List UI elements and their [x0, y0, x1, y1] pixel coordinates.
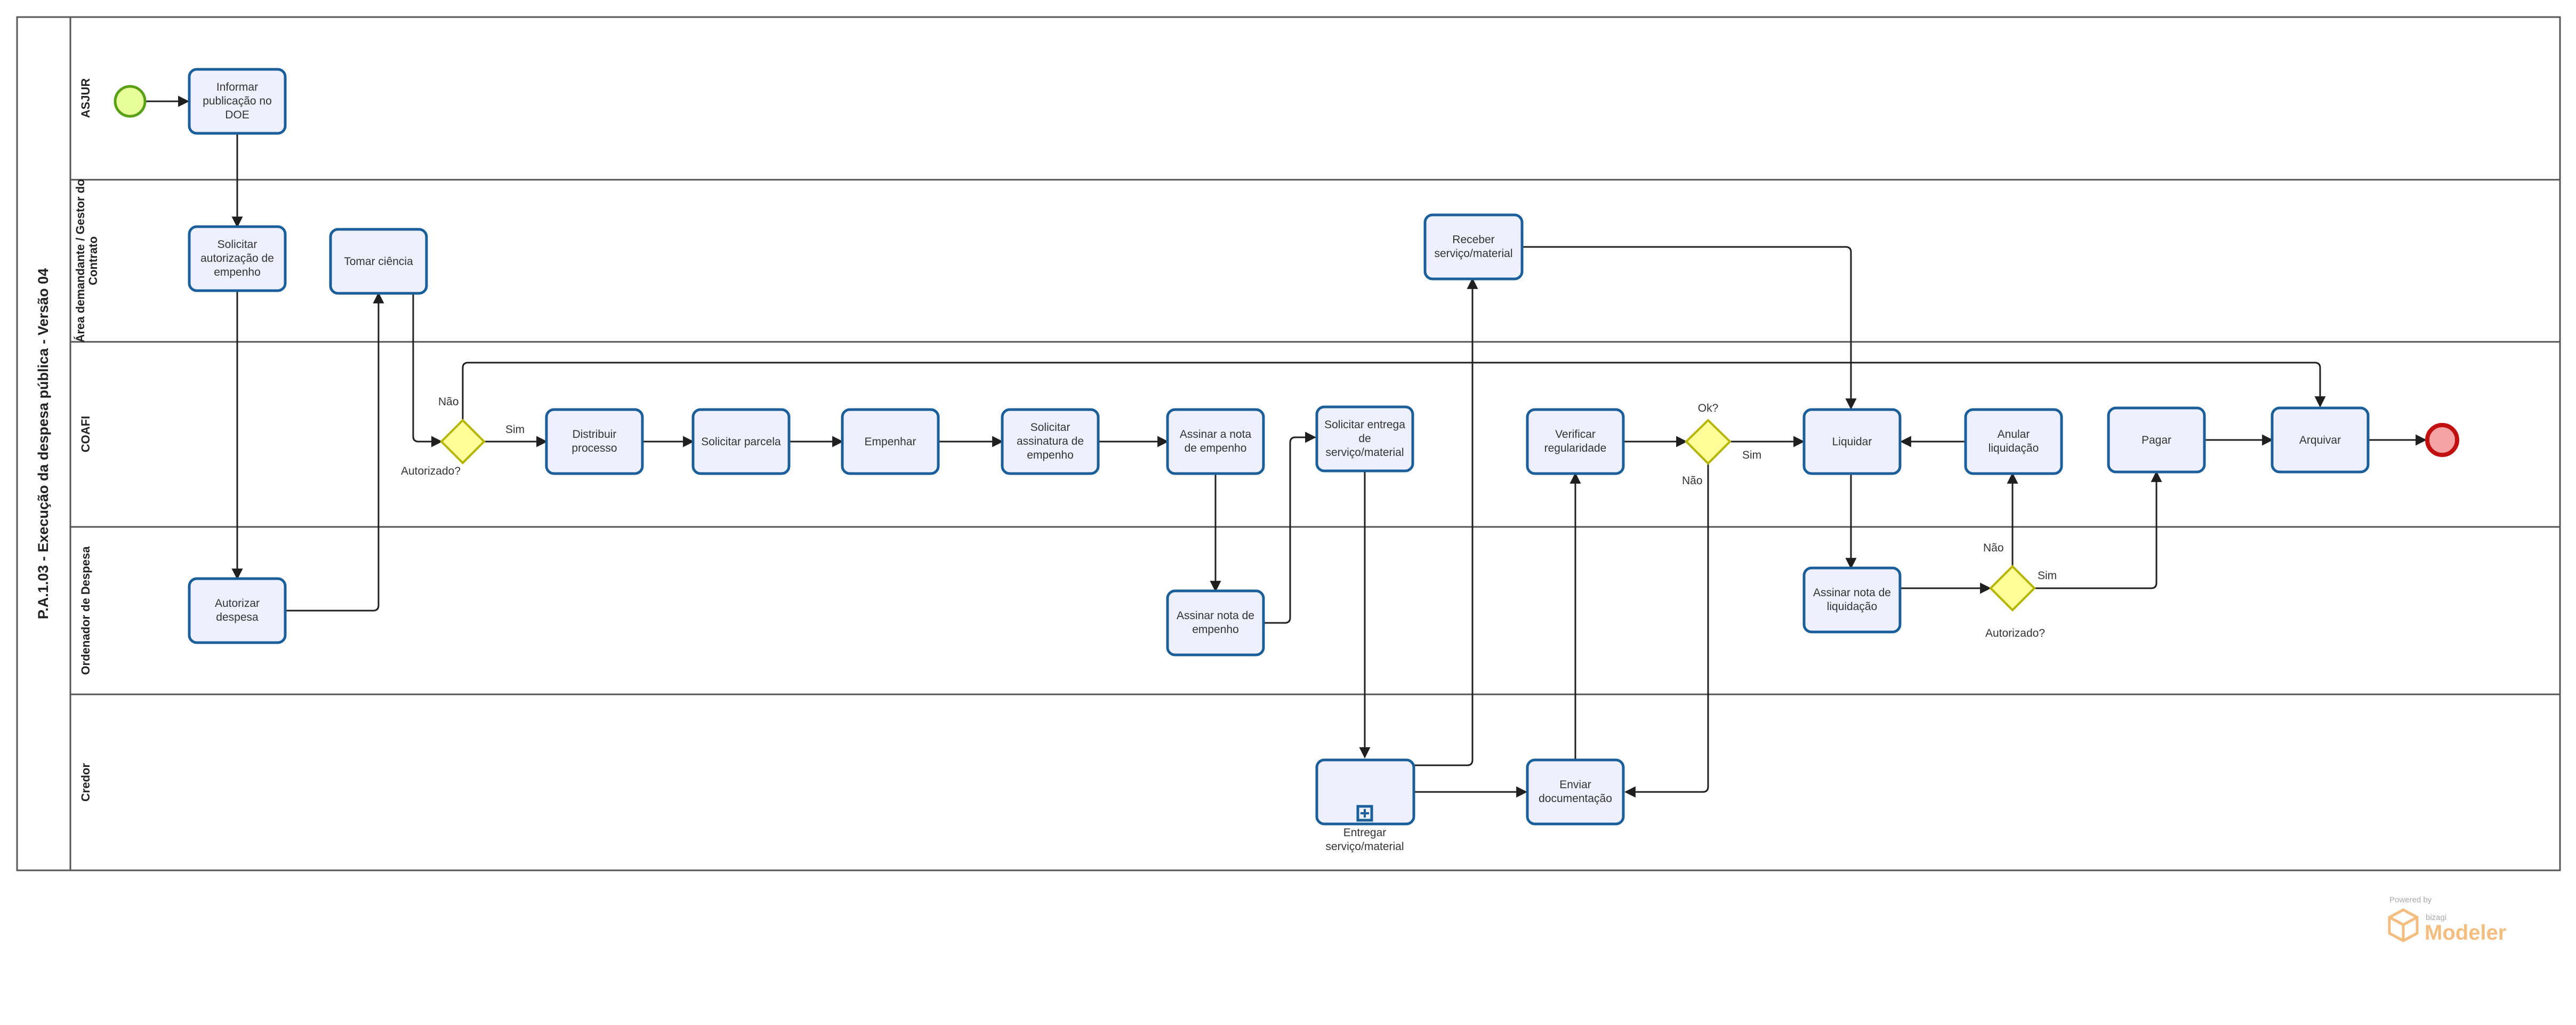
- task-solicitar-parcela: Solicitar parcela: [691, 408, 791, 475]
- flow-label-nao: Não: [1682, 475, 1703, 487]
- watermark-modeler: Modeler: [2425, 921, 2506, 944]
- gateway-label: Autorizado?: [401, 465, 461, 477]
- task-pagar: Pagar: [2107, 406, 2206, 474]
- gateway-autorizado-despesa: Autorizado?: [401, 419, 486, 477]
- sequence-flows: [146, 95, 2427, 798]
- task-tomar-ciencia: Tomar ciência: [329, 228, 428, 295]
- lane-label-credor: Credor: [79, 763, 92, 802]
- watermark-bizagi: bizagi: [2426, 913, 2446, 922]
- bizagi-logo-icon: [2388, 908, 2419, 942]
- lane-label-asjur: ASJUR: [79, 78, 92, 118]
- svg-text:Tomar ciência: Tomar ciência: [344, 255, 413, 268]
- gateway-ok: Ok?: [1685, 402, 1732, 465]
- svg-text:Liquidar: Liquidar: [1832, 436, 1872, 448]
- lane-label-area-demandante: Área demandante / Gestor do: [74, 179, 87, 343]
- task-empenhar: Empenhar: [841, 408, 940, 475]
- watermark-powered-by: Powered by: [2389, 895, 2432, 904]
- subprocess-entregar-servico-material: [1315, 758, 1415, 826]
- task-arquivar: Arquivar: [2271, 406, 2370, 474]
- gateway-label: Ok?: [1698, 402, 1719, 414]
- lane-label-area-demandante-line2: Contrato: [86, 236, 100, 285]
- gateway-autorizado-liquidacao: Autorizado?: [1985, 565, 2045, 639]
- flow-label-nao: Não: [1983, 542, 2004, 554]
- svg-text:Pagar: Pagar: [2142, 434, 2171, 446]
- svg-text:Empenhar: Empenhar: [865, 436, 916, 448]
- bizagi-watermark: Powered by bizagi Modeler: [2388, 895, 2506, 944]
- lane-labels: ASJUR Área demandante / Gestor do Contra…: [74, 78, 100, 802]
- start-event: [114, 85, 147, 118]
- gateway-label: Autorizado?: [1985, 627, 2045, 639]
- svg-text:Solicitar parcela: Solicitar parcela: [701, 436, 781, 448]
- task-liquidar: Liquidar: [1802, 408, 1902, 475]
- svg-text:Arquivar: Arquivar: [2299, 434, 2341, 446]
- flow-label-nao: Não: [438, 396, 459, 408]
- lane-label-coafi: COAFI: [79, 416, 92, 452]
- flow-label-sim: Sim: [2038, 570, 2057, 582]
- end-event: [2425, 423, 2459, 457]
- flow-label-sim: Sim: [505, 423, 525, 436]
- lane-label-ordenador: Ordenador de Despesa: [79, 546, 92, 675]
- pool-title: P.A.1.03 - Execução da despesa pública -…: [35, 268, 51, 619]
- flow-label-sim: Sim: [1742, 449, 1761, 461]
